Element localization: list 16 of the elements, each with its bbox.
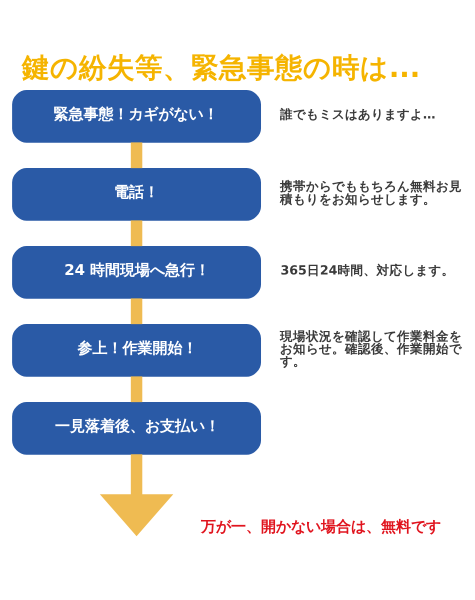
- node-box: 24 時間現場へ急行！: [12, 246, 262, 298]
- node-label: 365日24時間、対応します。: [280, 262, 454, 277]
- connector: [130, 298, 142, 324]
- node-box: 緊急事態！カギがない！: [12, 90, 262, 142]
- node-box: 参上！作業開始！: [12, 324, 262, 376]
- node-label: 現場状況を確認して作業料金をお知らせ。確認後、作業開始です。: [280, 328, 462, 368]
- node-label: 携帯からでももちろん無料お見積もりをお知らせします。: [280, 178, 462, 206]
- connector: [130, 142, 142, 168]
- connector: [130, 220, 142, 246]
- arrow: [100, 454, 174, 536]
- diagram-title: 鍵の紛失等、緊急事態の時は...: [22, 52, 420, 84]
- connector: [130, 376, 142, 402]
- node-box: 一見落着後、お支払い！: [12, 402, 262, 454]
- label: 万が一、開かない場合は、無料です: [200, 517, 441, 536]
- node-label: 誰でもミスはありますよ…: [280, 106, 436, 121]
- node-box: 電話！: [12, 168, 262, 220]
